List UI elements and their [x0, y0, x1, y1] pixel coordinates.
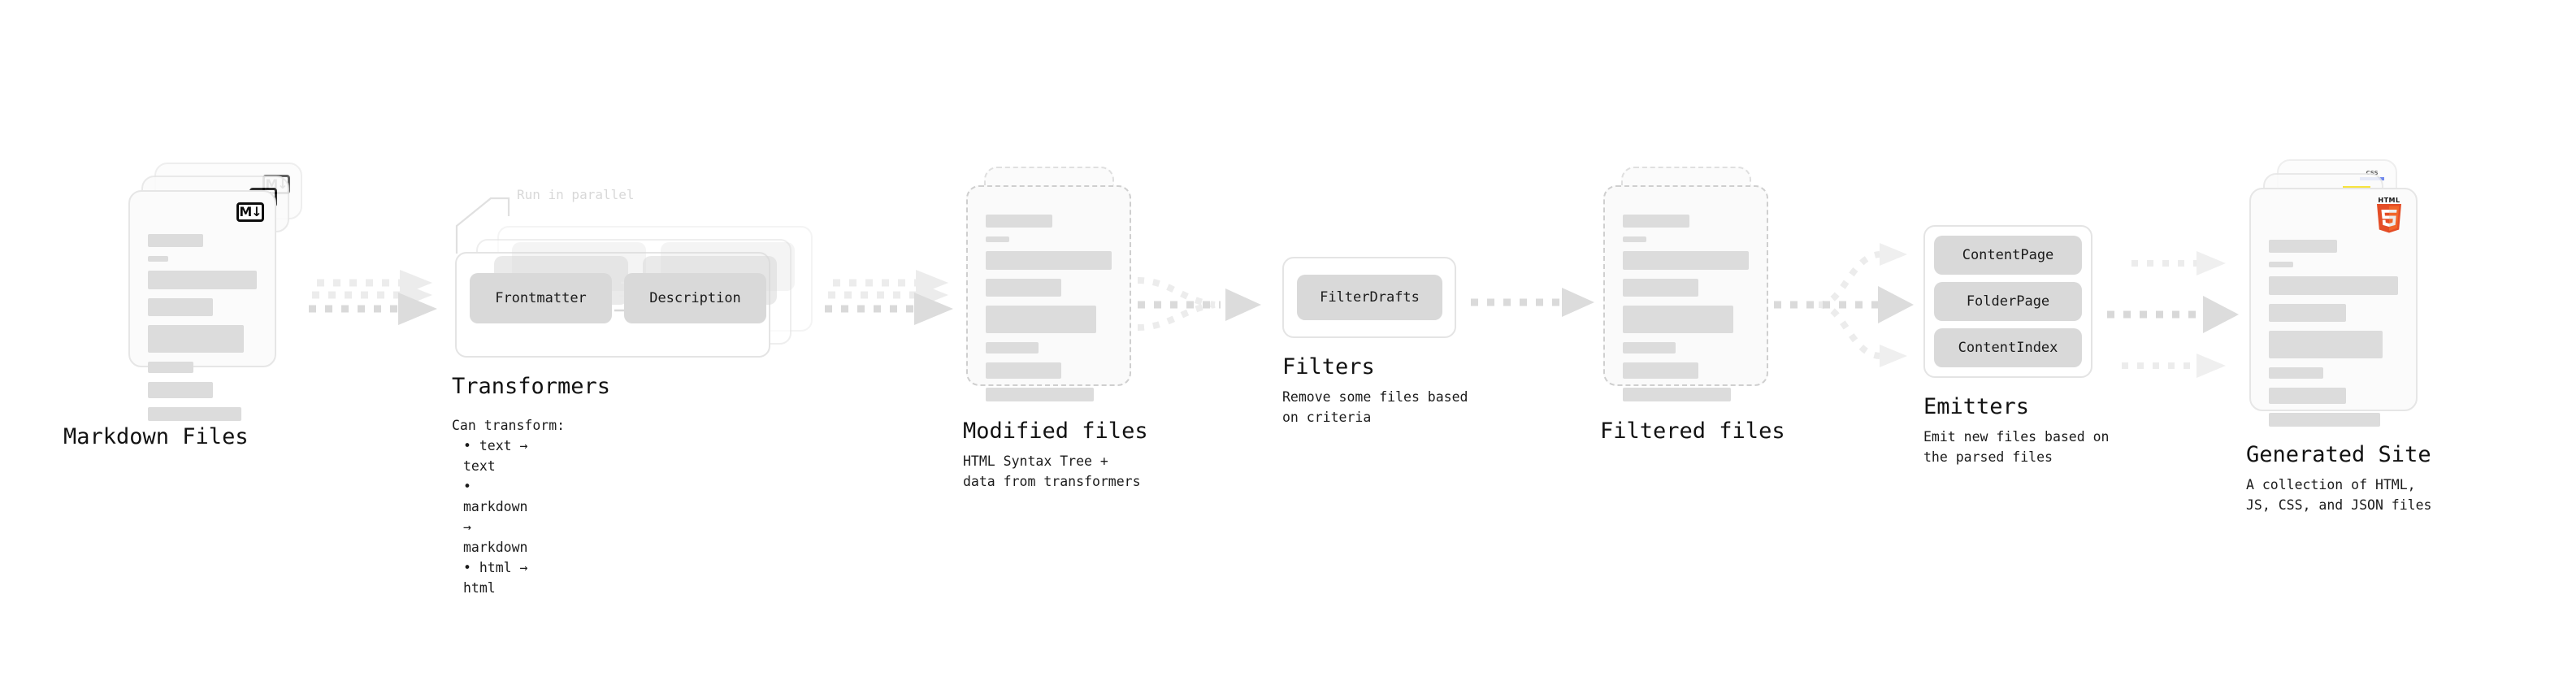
site-doc-lines: [2269, 240, 2398, 436]
connector-transformers-to-modified: [825, 270, 953, 325]
filter-chip-filterdrafts[interactable]: FilterDrafts: [1297, 275, 1442, 320]
emitter-chip-folderpage[interactable]: FolderPage: [1934, 282, 2082, 321]
transformers-bullet-list: text → text markdown → markdown html → h…: [463, 436, 527, 598]
transformers-subtitle: Can transform:: [452, 418, 566, 433]
transformer-chip-description[interactable]: Description: [624, 273, 766, 323]
html5-shield: [2377, 204, 2401, 233]
site-doc-front-html[interactable]: HTML: [2249, 188, 2418, 427]
modified-files-subtitle: HTML Syntax Tree + data from transformer…: [963, 453, 1141, 489]
connector-emitters-to-site: [2107, 251, 2239, 378]
transformer-bullet-item: text → text: [463, 436, 527, 476]
html5-icon: HTML: [2374, 197, 2405, 233]
run-in-parallel-label: Run in parallel: [517, 187, 635, 202]
transformer-bullet-item: markdown → markdown: [463, 476, 527, 557]
html5-icon-label: HTML: [2378, 197, 2400, 204]
emitter-chip-contentpage[interactable]: ContentPage: [1934, 236, 2082, 275]
connector-filters-to-filtered: [1471, 288, 1594, 317]
filters-subtitle: Remove some files based on criteria: [1282, 389, 1468, 425]
markdown-doc-lines: [148, 234, 257, 430]
transformer-bullet-item: html → html: [463, 557, 527, 598]
generated-site-subtitle: A collection of HTML, JS, CSS, and JSON …: [2246, 477, 2432, 513]
filtered-doc-lines: [1623, 215, 1749, 410]
markdown-doc-front[interactable]: M↓: [128, 190, 276, 421]
modified-files-title: Modified files: [963, 419, 1148, 444]
transformer-chip-frontmatter[interactable]: Frontmatter: [470, 273, 612, 323]
transformers-title: Transformers: [452, 374, 611, 399]
markdown-files-title: Markdown Files: [63, 424, 249, 449]
connector-modified-to-filters: [1137, 277, 1261, 331]
modified-doc-lines: [986, 215, 1112, 410]
generated-site-title: Generated Site: [2246, 442, 2431, 467]
emitter-chip-contentindex[interactable]: ContentIndex: [1934, 328, 2082, 367]
filtered-files-title: Filtered files: [1600, 419, 1785, 444]
modified-doc-front[interactable]: [966, 185, 1131, 401]
connector-markdown-to-transformers: [309, 270, 437, 325]
filtered-doc-front[interactable]: [1603, 185, 1768, 401]
run-in-parallel-bracket: [455, 197, 510, 254]
connector-filtered-to-emitters: [1774, 243, 1914, 367]
markdown-badge-icon-front: M↓: [236, 202, 264, 222]
emitters-title: Emitters: [1923, 394, 2030, 419]
emitters-subtitle: Emit new files based on the parsed files: [1923, 429, 2110, 465]
filters-title: Filters: [1282, 354, 1375, 380]
